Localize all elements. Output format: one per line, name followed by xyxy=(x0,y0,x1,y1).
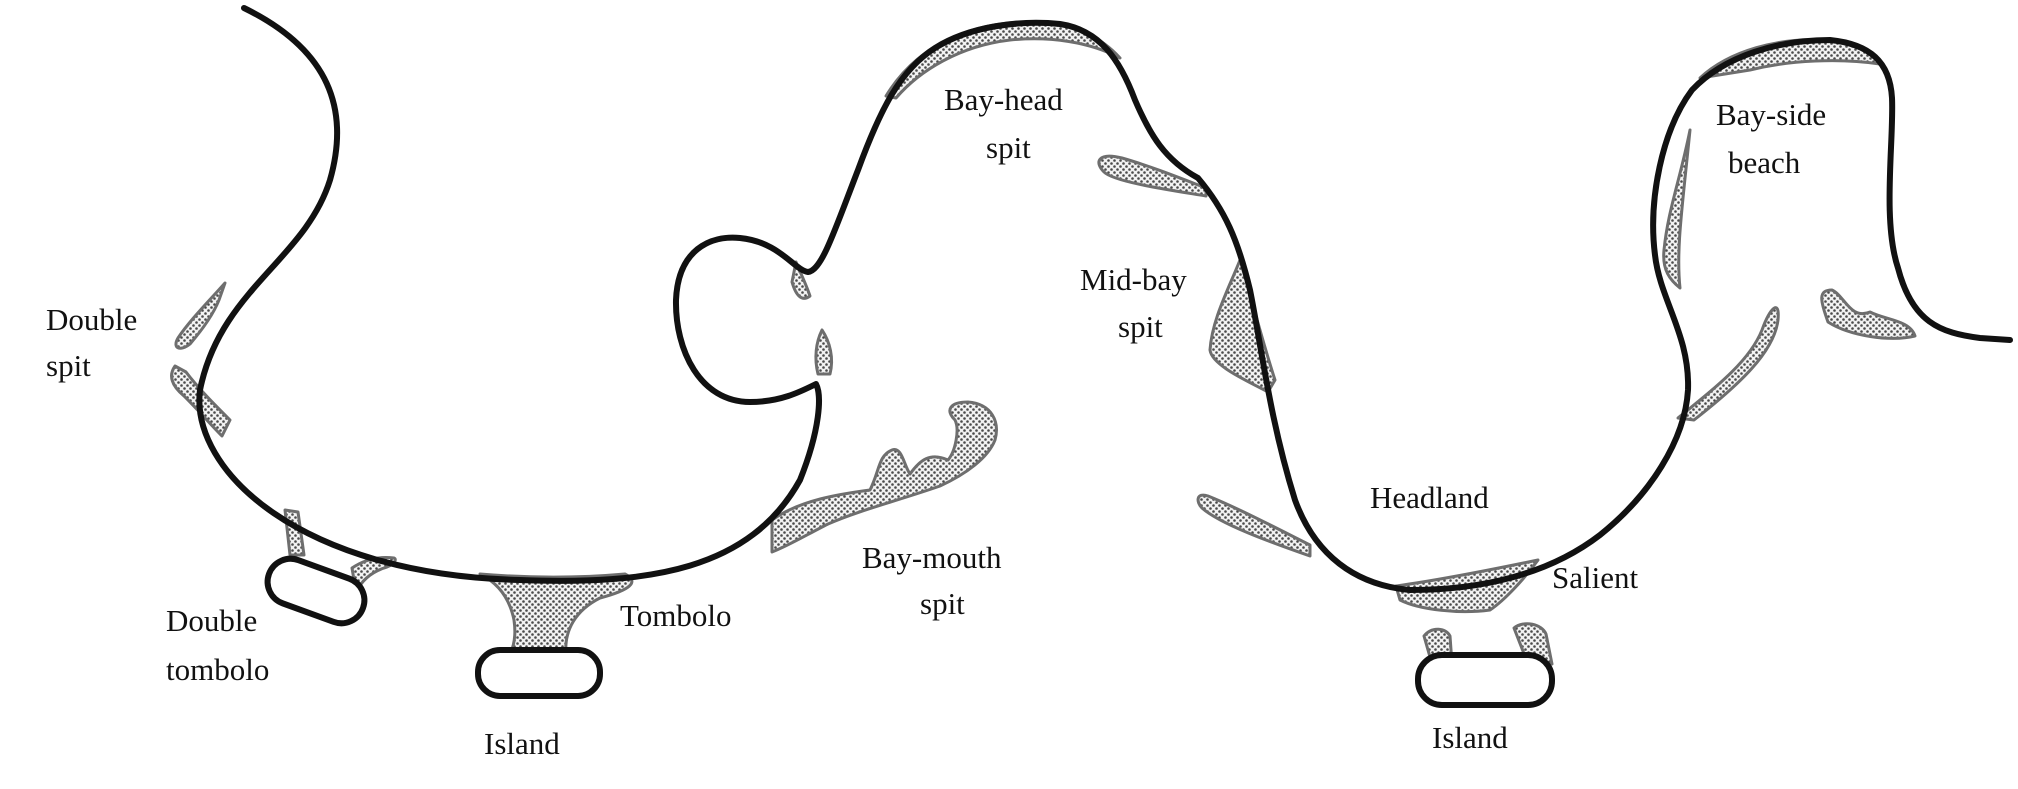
bay-side-beach-deposit xyxy=(1662,128,1692,290)
double-tombolo-label: Double tombolo xyxy=(166,603,269,687)
coastline xyxy=(196,5,2013,593)
mid-bay-spit-label: Mid-bay spit xyxy=(1080,262,1195,344)
salient-island-right-bar xyxy=(1512,622,1554,666)
bay-mouth-spit-label: Bay-mouth spit xyxy=(862,540,1009,621)
headland-spit-left xyxy=(1196,493,1312,558)
left-island xyxy=(475,647,603,699)
tombolo-label: Tombolo xyxy=(620,598,732,633)
salient-label: Salient xyxy=(1552,560,1638,595)
island-left-label: Island xyxy=(484,726,560,761)
right-island xyxy=(1415,652,1555,708)
bay-head-side-spit xyxy=(1097,154,1208,198)
headland-label: Headland xyxy=(1370,480,1489,515)
bay-mouth-neck-deposit xyxy=(814,328,834,376)
bay-side-beach-label: Bay-side beach xyxy=(1716,97,1834,180)
bay-side-outer-spit xyxy=(1676,306,1780,422)
bay-head-spit-label: Bay-head spit xyxy=(944,82,1071,165)
double-spit-label: Double spit xyxy=(46,302,145,383)
bay-mouth-spit-deposit xyxy=(770,400,998,554)
island-right-label: Island xyxy=(1432,720,1508,755)
tombolo-deposit xyxy=(478,572,634,656)
double-tombolo-island xyxy=(264,555,368,627)
bay-side-inner-spit xyxy=(1820,288,1917,340)
double-spit-upper xyxy=(174,281,227,350)
